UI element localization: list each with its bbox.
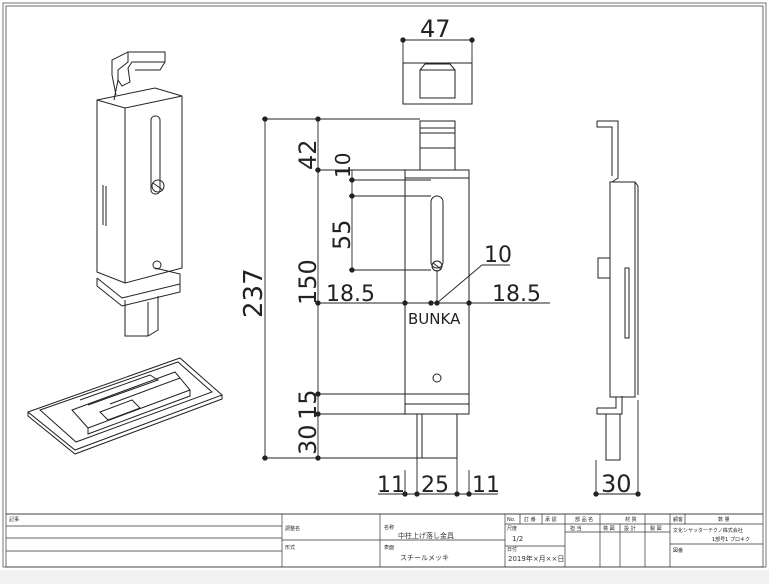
- front-view-dimension-lines: [262, 37, 550, 497]
- tb-finish-value: スチールメッキ: [400, 554, 449, 562]
- tb-scale-value: 1/2: [512, 535, 523, 543]
- tb-date-label: 日付: [507, 546, 517, 553]
- dim-bottom-a: 11: [377, 473, 405, 498]
- tb-material-label: 材 質: [625, 516, 637, 523]
- tb-quantity-label: 数 量: [718, 516, 730, 523]
- isometric-strike-plate: [26, 357, 223, 455]
- tb-check-label: 検 図: [603, 525, 615, 532]
- dim-bottom-c: 11: [472, 473, 500, 498]
- dim-lower-a: 30: [294, 424, 322, 455]
- tb-company-value: 文化シヤッターテクノ株式会社: [673, 527, 743, 534]
- tb-name-value: 中柱上げ落し金具: [398, 531, 454, 540]
- tb-name-label: 名称: [384, 524, 394, 531]
- dim-right-half: 18.5: [492, 282, 541, 307]
- isometric-latch-view: [96, 51, 183, 337]
- dim-top-width: 47: [420, 15, 451, 43]
- tb-notes-label: 記事: [9, 516, 19, 523]
- tb-company-sub: 1部号1 プロキク: [712, 536, 750, 543]
- dim-lower-b: 15: [294, 389, 322, 420]
- brand-label: BUNKA: [408, 310, 461, 328]
- tb-drafter-label: 担 当: [570, 525, 582, 532]
- tb-no-label: No.: [507, 517, 516, 523]
- dim-slot-offset: 10: [331, 153, 355, 178]
- tb-work-label: 顧客: [673, 516, 683, 523]
- front-view-part: [402, 62, 473, 459]
- side-view-part: [596, 120, 639, 461]
- tb-draw-label: 製 図: [650, 525, 662, 532]
- tb-design-label: 設 計: [624, 525, 636, 532]
- title-block-grid: [5, 513, 764, 568]
- dim-slot-length: 55: [328, 219, 356, 250]
- tb-product-code-label: 調整名: [285, 525, 300, 532]
- tb-format-label: 形式: [285, 544, 295, 551]
- bottom-margin-band: [0, 570, 769, 584]
- tb-date-value: 2019年×月××日: [508, 554, 564, 563]
- dim-left-half: 18.5: [326, 282, 375, 307]
- tb-scale-label: 尺度: [507, 525, 517, 532]
- tb-revision-label: 訂 番: [524, 516, 536, 523]
- tb-finish-label: 表面: [384, 544, 394, 551]
- dim-bottom-b: 25: [421, 473, 449, 498]
- tb-drawing-number-label: 図番: [673, 547, 683, 554]
- dim-total-height: 237: [239, 268, 269, 318]
- tb-approved-label: 承 認: [545, 516, 557, 523]
- dim-body: 150: [294, 259, 322, 305]
- dim-head: 42: [294, 139, 322, 170]
- dim-side-depth: 30: [601, 470, 632, 498]
- dim-screw: 10: [484, 243, 512, 268]
- tb-part-name-label: 部 品 名: [575, 516, 593, 523]
- side-view-dimension-lines: [593, 400, 641, 497]
